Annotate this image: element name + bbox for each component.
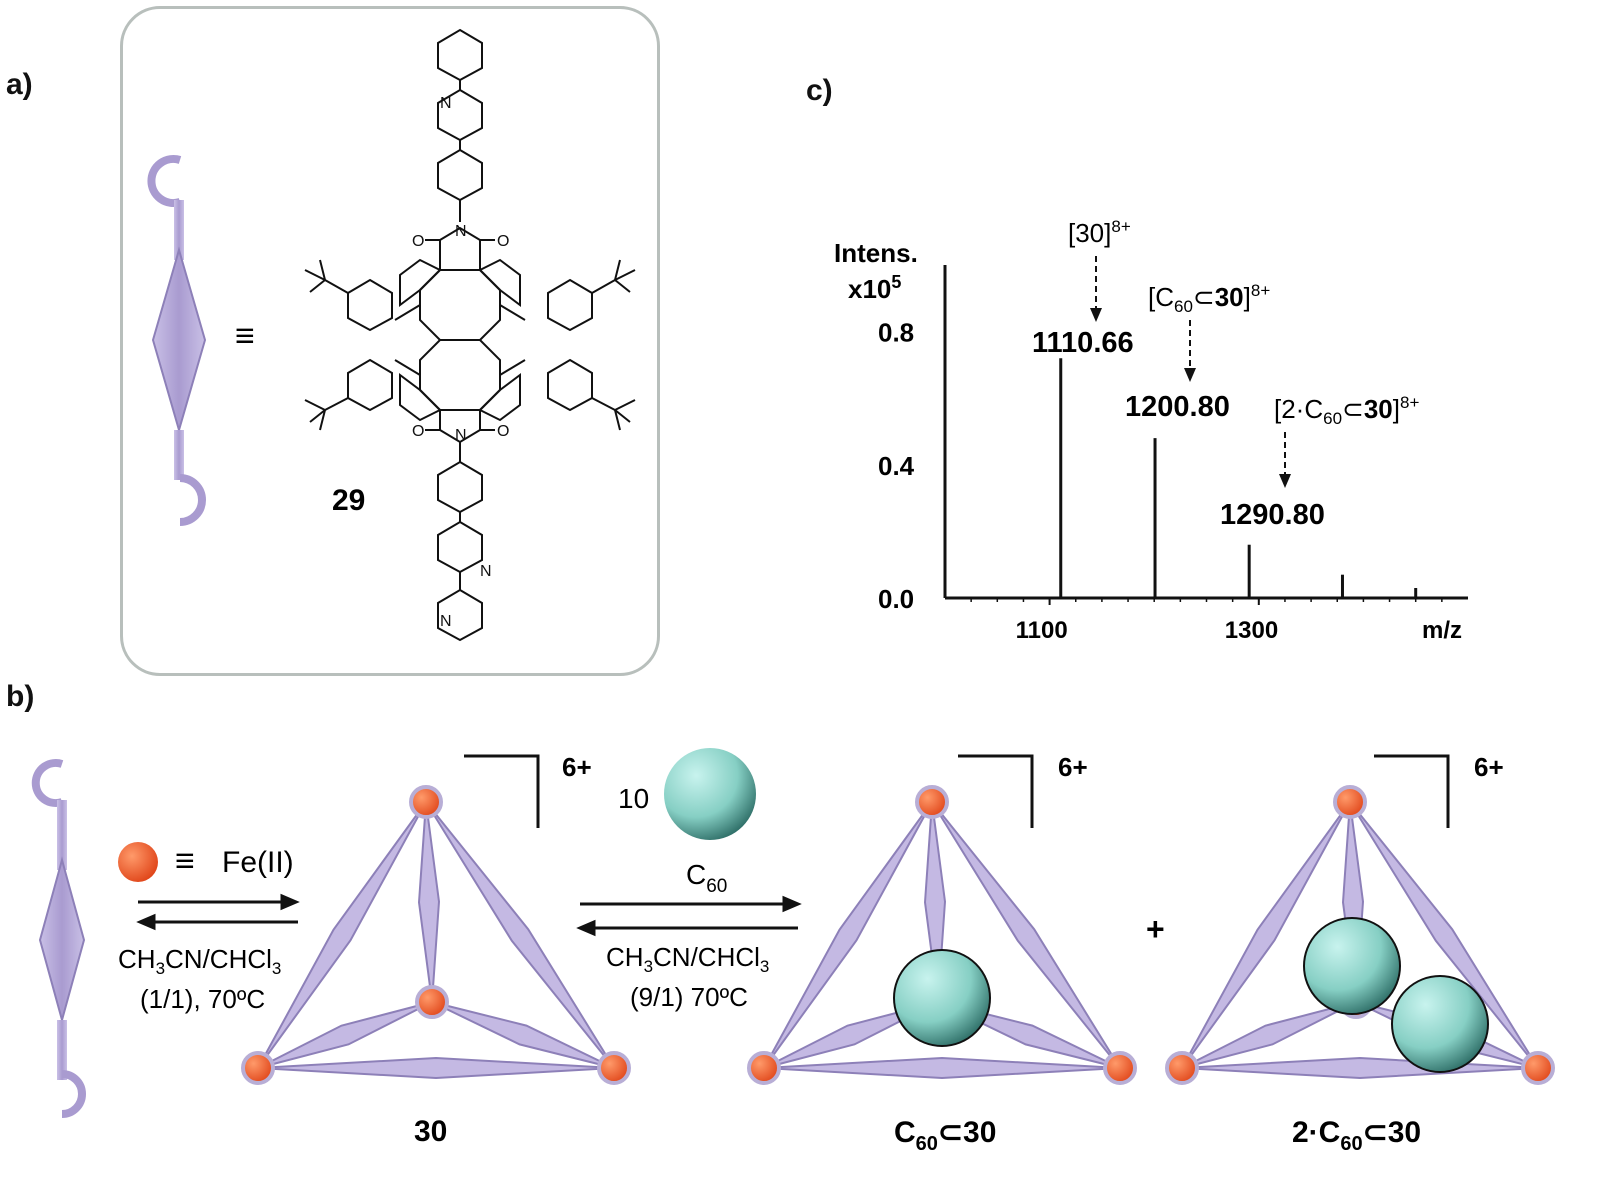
atom-o-4: O bbox=[497, 423, 509, 440]
y-tick-label: 0.8 bbox=[878, 318, 914, 348]
compound-label-29: 29 bbox=[332, 484, 365, 517]
fe-vertex bbox=[1333, 785, 1367, 819]
atom-n-4: N bbox=[480, 563, 492, 580]
product-label-c60-30: C60⊂30 bbox=[894, 1116, 996, 1155]
fe-equiv-symbol: ≡ bbox=[175, 842, 195, 880]
ligand-cartoon-a bbox=[147, 155, 207, 526]
panel-label-c: c) bbox=[806, 74, 833, 107]
y-axis-label-line1: Intens. bbox=[834, 238, 918, 268]
equilibrium-arrows-1 bbox=[136, 893, 300, 931]
y-tick-label: 0.4 bbox=[878, 451, 915, 481]
cage-edge-ligand bbox=[417, 801, 441, 1003]
panel-b-drawing: ≡ Fe(II) CH3CN/CHCl3 (1/1), 70ºC 6+ 30 1… bbox=[31, 748, 1555, 1155]
atom-n-1: N bbox=[440, 95, 452, 112]
ligand-cartoon-b bbox=[31, 759, 86, 1118]
fe-vertex bbox=[1165, 1051, 1199, 1085]
atom-o-3: O bbox=[412, 423, 424, 440]
cage-edge-ligand bbox=[257, 1001, 433, 1069]
fe-vertex bbox=[1103, 1051, 1137, 1085]
atom-labels: N N O O N O O N N bbox=[412, 95, 509, 630]
c60-sphere-guest-2 bbox=[1391, 975, 1489, 1073]
peaks bbox=[1059, 358, 1418, 598]
reaction-2-conditions: (9/1) 70ºC bbox=[630, 982, 748, 1012]
cage-edge-ligand bbox=[1181, 1001, 1357, 1069]
cage-edge-ligand bbox=[1181, 1056, 1539, 1080]
charge-bracket-3: 6+ bbox=[1374, 752, 1504, 828]
peak-annotation-3: [2·C60⊂30]8+ 1290.80 bbox=[1220, 393, 1419, 531]
c60-label: C60 bbox=[686, 859, 727, 897]
cage-30 bbox=[241, 785, 631, 1085]
species-label-3: [2·C60⊂30]8+ bbox=[1274, 393, 1419, 428]
fe-vertex bbox=[915, 785, 949, 819]
axis-ticks: 0.8 0.4 0.0 1100 1300 bbox=[878, 318, 1443, 644]
species-label-2: [C60⊂30]8+ bbox=[1148, 281, 1270, 316]
charge-bracket-2: 6+ bbox=[958, 752, 1088, 828]
panel-a-frame bbox=[120, 6, 660, 676]
y-axis-label-line2: x105 bbox=[848, 272, 901, 304]
atom-n-5: N bbox=[440, 613, 452, 630]
fe-vertex bbox=[597, 1051, 631, 1085]
reaction-1-conditions: (1/1), 70ºC bbox=[140, 984, 265, 1014]
fe-vertex bbox=[415, 985, 449, 1019]
species-label-1: [30]8+ bbox=[1068, 217, 1131, 248]
mass-spectrum-chart: Intens. x105 0.8 0.4 0.0 1100 1300 m/z [30]8… bbox=[834, 217, 1468, 644]
fe-vertex bbox=[1521, 1051, 1555, 1085]
c60-count: 10 bbox=[618, 783, 649, 814]
atom-n-3: N bbox=[455, 427, 467, 444]
plus-sign: + bbox=[1146, 911, 1165, 947]
fe-vertex bbox=[747, 1051, 781, 1085]
x-tick-label: 1100 bbox=[1016, 617, 1068, 644]
atom-o-2: O bbox=[497, 233, 509, 250]
charge-bracket-1: 6+ bbox=[464, 752, 592, 828]
cage-edge-ligand bbox=[763, 1056, 1121, 1080]
reaction-1-solvent: CH3CN/CHCl3 bbox=[118, 944, 281, 978]
equilibrium-arrows-2 bbox=[576, 895, 802, 937]
panel-label-b: b) bbox=[6, 680, 35, 713]
c60-sphere-guest-1 bbox=[1303, 917, 1401, 1015]
x-tick-label: 1300 bbox=[1225, 617, 1278, 644]
y-tick-label: 0.0 bbox=[878, 584, 914, 614]
c60-sphere-legend bbox=[664, 748, 756, 840]
peak-annotation-1: [30]8+ 1110.66 bbox=[1032, 217, 1134, 359]
fe-vertex bbox=[409, 785, 443, 819]
cage-edge-ligand bbox=[257, 1056, 615, 1080]
product-label-2c60-30: 2·C60⊂30 bbox=[1292, 1116, 1421, 1155]
fe-legend-icon bbox=[118, 842, 158, 882]
chemical-structure-29 bbox=[304, 28, 636, 642]
panel-label-a: a) bbox=[6, 68, 33, 101]
peak-annotation-2: [C60⊂30]8+ 1200.80 bbox=[1125, 281, 1270, 423]
charge-label-1: 6+ bbox=[562, 752, 592, 782]
fe-legend-label: Fe(II) bbox=[222, 846, 294, 879]
x-axis-label: m/z bbox=[1422, 617, 1462, 644]
charge-label-2: 6+ bbox=[1058, 752, 1088, 782]
atom-o-1: O bbox=[412, 233, 424, 250]
peak-label-3: 1290.80 bbox=[1220, 499, 1325, 531]
peak-label-1: 1110.66 bbox=[1032, 327, 1134, 359]
product-label-30: 30 bbox=[414, 1115, 447, 1148]
charge-label-3: 6+ bbox=[1474, 752, 1504, 782]
fe-vertex bbox=[241, 1051, 275, 1085]
peak-label-2: 1200.80 bbox=[1125, 391, 1230, 423]
c60-sphere-guest bbox=[893, 949, 991, 1047]
reaction-2-solvent: CH3CN/CHCl3 bbox=[606, 942, 769, 976]
equiv-symbol-a: ≡ bbox=[235, 317, 255, 355]
atom-n-2: N bbox=[455, 223, 467, 240]
